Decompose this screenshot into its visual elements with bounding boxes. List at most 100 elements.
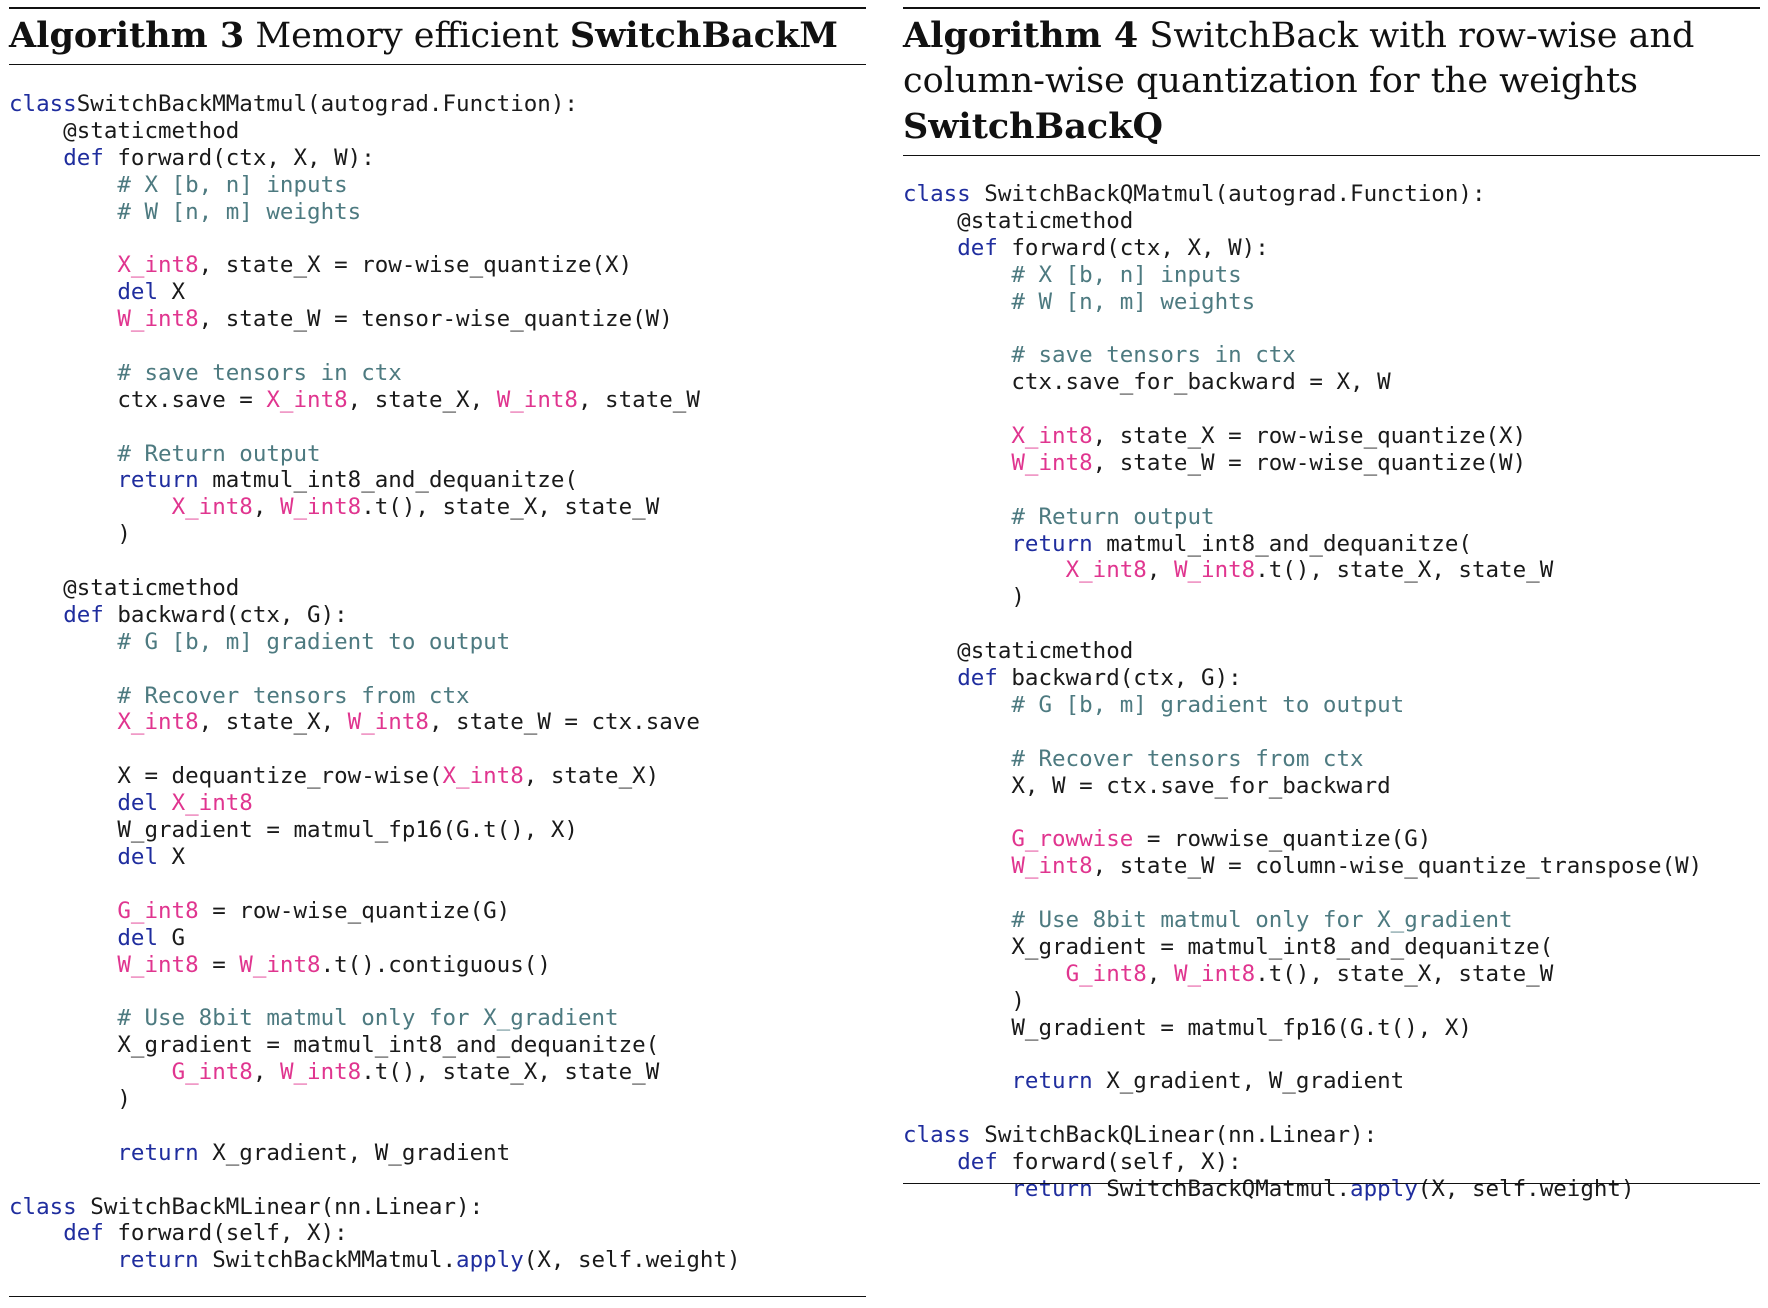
code-token: W_int8 [117,306,199,333]
code-line: # save tensors in ctx [903,342,1760,369]
code-block: class SwitchBackQMatmul(autograd.Functio… [903,181,1760,1203]
code-line [9,736,866,763]
code-token: X_int8 [117,709,199,736]
code-line [9,333,866,360]
code-token [9,145,63,171]
code-token [9,1247,117,1273]
code-token: forward(ctx, X, W): [103,144,375,171]
code-token: del [117,279,159,306]
code-token: del [117,790,159,817]
code-token: return [117,1139,199,1166]
code-token: # X [b, n] inputs [1011,261,1242,288]
code-token: @staticmethod [903,638,1134,665]
code-token [9,252,117,278]
code-token: backward(ctx, G): [997,665,1242,692]
code-token: class [903,1122,971,1149]
code-line: G_int8 = row-wise_quantize(G) [9,898,866,925]
code-line: # W [n, m] weights [903,289,1760,316]
code-line: del X [9,844,866,871]
code-token [9,709,117,735]
code-token [903,853,1011,879]
code-line: X_gradient = matmul_int8_and_dequanitze( [903,934,1760,961]
code-token: , state_W = ctx.save [428,709,700,736]
code-token: W_int8 [279,494,362,521]
code-line: X_int8, state_X, W_int8, state_W = ctx.s… [9,709,866,736]
code-line [903,315,1760,342]
code-token [903,907,1011,933]
code-line: ) [903,584,1760,611]
code-line: # Return output [903,504,1760,531]
code-token: ) [9,521,131,548]
code-line: ) [9,1086,866,1113]
code-line: def forward(self, X): [9,1220,866,1247]
code-token: return [1011,530,1093,557]
code-token: X, W = ctx.save_for_backward [903,772,1391,799]
code-token: ctx.save = [9,386,267,413]
code-token: def [63,601,104,628]
code-token: apply [1350,1175,1418,1202]
top-rule [9,7,866,9]
code-token: @staticmethod [9,575,240,602]
code-line: ) [9,521,866,548]
code-token: # G [b, m] gradient to output [1011,691,1405,718]
code-line: def backward(ctx, G): [9,602,866,629]
code-token [903,961,1066,987]
code-token: W_gradient = matmul_fp16(G.t(), X) [903,1014,1472,1041]
code-line: # Use 8bit matmul only for X_gradient [903,907,1760,934]
algorithm-caption: Algorithm 4 SwitchBack with row-wise and… [903,9,1760,155]
code-line: # Recover tensors from ctx [9,683,866,710]
code-token [9,494,172,520]
code-line: @staticmethod [9,118,866,145]
code-token [903,342,1011,368]
code-line: return matmul_int8_and_dequanitze( [903,531,1760,558]
code-token: X_int8 [117,252,199,279]
code-token [9,172,117,198]
code-token [903,665,957,691]
code-line: # X [b, n] inputs [9,172,866,199]
code-token: del [117,924,159,951]
code-token [9,683,117,709]
code-line [903,396,1760,423]
code-token [9,844,117,870]
code-token: ) [903,584,1025,611]
code-token [903,1068,1011,1094]
code-token [158,790,172,816]
code-line [9,656,866,683]
code-token: ) [9,1085,131,1112]
code-token: , state_X, [198,709,348,736]
bottom-rule [9,1296,866,1297]
algorithm-label: Algorithm 3 [9,15,245,56]
code-token [903,692,1011,718]
bottom-rule [903,1183,1760,1184]
code-token: (X, self.weight) [523,1247,741,1274]
code-token: ctx.save_for_backward = X, W [903,369,1391,396]
code-line [903,1042,1760,1069]
code-line: W_gradient = matmul_fp16(G.t(), X) [903,1015,1760,1042]
code-token [9,199,117,225]
code-token: class [9,1193,77,1220]
code-token [9,306,117,332]
algorithm-name: SwitchBackM [569,15,839,56]
code-line [9,871,866,898]
code-token: forward(ctx, X, W): [997,234,1269,261]
code-token: G_int8 [171,1059,253,1086]
code-token [9,1005,117,1031]
code-line: X = dequantize_row-wise(X_int8, state_X) [9,763,866,790]
code-token: , state_X = row-wise_quantize(X) [198,252,633,279]
algorithm-title: SwitchBack with row-wise and column-wise… [903,16,1695,101]
code-line [903,880,1760,907]
code-token: return [1011,1175,1093,1202]
code-token [9,279,117,305]
code-token: W_int8 [347,709,429,736]
code-token: return [117,467,199,494]
algorithm-4: Algorithm 4 SwitchBack with row-wise and… [903,0,1760,1203]
code-line: @staticmethod [903,638,1760,665]
code-line: # save tensors in ctx [9,360,866,387]
code-token: X [158,279,186,306]
code-token: = rowwise_quantize(G) [1133,826,1432,853]
code-token [903,423,1011,449]
code-line: G_int8, W_int8.t(), state_X, state_W [903,961,1760,988]
code-line: def forward(ctx, X, W): [903,235,1760,262]
code-line: G_int8, W_int8.t(), state_X, state_W [9,1059,866,1086]
code-line: del X [9,279,866,306]
